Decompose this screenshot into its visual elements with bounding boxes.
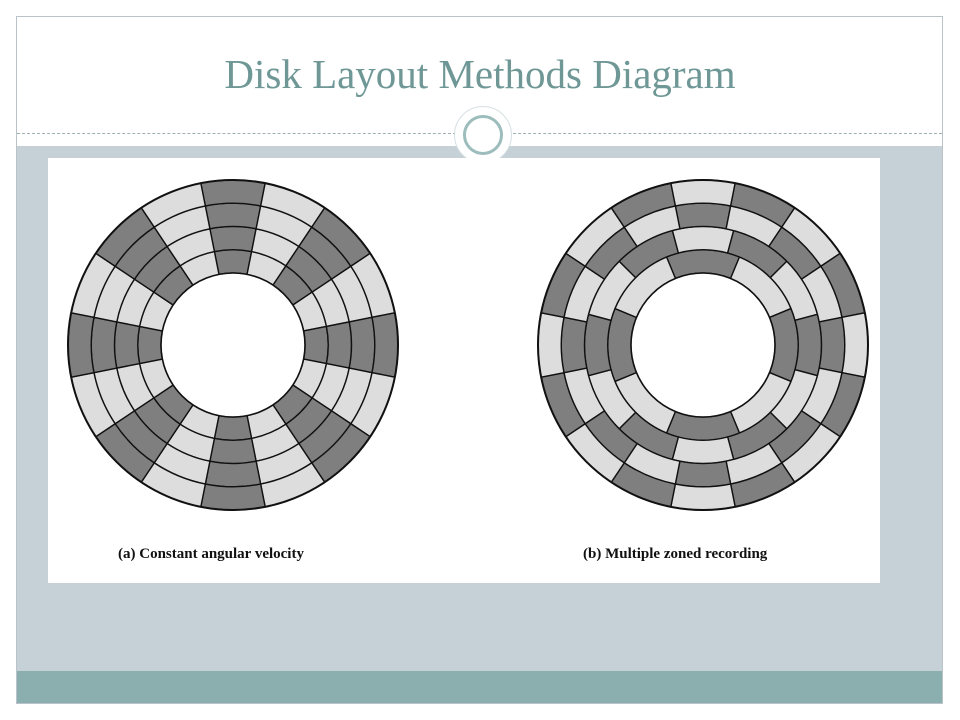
disk-sector bbox=[209, 437, 257, 465]
disk-sector bbox=[583, 313, 612, 377]
disk-sector bbox=[560, 316, 588, 374]
disk-sector bbox=[371, 311, 399, 379]
disk-sector bbox=[537, 311, 565, 379]
disk-sector bbox=[204, 202, 262, 230]
disk-sector bbox=[199, 179, 267, 207]
disk-hub bbox=[630, 272, 776, 418]
disk-rim bbox=[537, 179, 869, 511]
disk-hub bbox=[160, 272, 306, 418]
disk-sector bbox=[818, 316, 846, 374]
caption-mzr: (b) Multiple zoned recording bbox=[583, 546, 768, 562]
disk-sector bbox=[348, 316, 376, 374]
disk-cav bbox=[67, 179, 399, 511]
disk-sector bbox=[204, 460, 262, 488]
caption-cav: (a) Constant angular velocity bbox=[118, 546, 304, 562]
disk-sector bbox=[671, 436, 735, 465]
disk-sector bbox=[67, 311, 95, 379]
disk-sector bbox=[213, 249, 253, 276]
disk-sector bbox=[90, 316, 118, 374]
disk-mzr bbox=[537, 179, 869, 511]
disk-sector bbox=[674, 202, 732, 230]
disk-sector bbox=[137, 325, 164, 365]
disk-sector bbox=[325, 321, 353, 369]
disk-sector bbox=[113, 321, 141, 369]
disk-sector bbox=[669, 483, 737, 511]
disk-sector bbox=[302, 325, 329, 365]
disk-diagram: (a) Constant angular velocity (b) Multip… bbox=[67, 179, 869, 562]
disk-sector bbox=[794, 313, 823, 377]
slide-title: Disk Layout Methods Diagram bbox=[224, 51, 736, 97]
disk-rim bbox=[67, 179, 399, 511]
disk-sector bbox=[841, 311, 869, 379]
disk-sector bbox=[199, 483, 267, 511]
disk-sector bbox=[674, 460, 732, 488]
footer-band bbox=[17, 671, 942, 703]
disk-sector bbox=[213, 414, 253, 441]
disk-figure: (a) Constant angular velocity (b) Multip… bbox=[48, 158, 880, 583]
disk-sector bbox=[209, 225, 257, 253]
circle-ornament-inner bbox=[463, 115, 503, 155]
disk-sector bbox=[671, 225, 735, 254]
circle-ornament-icon bbox=[454, 106, 512, 164]
disk-sector bbox=[669, 179, 737, 207]
